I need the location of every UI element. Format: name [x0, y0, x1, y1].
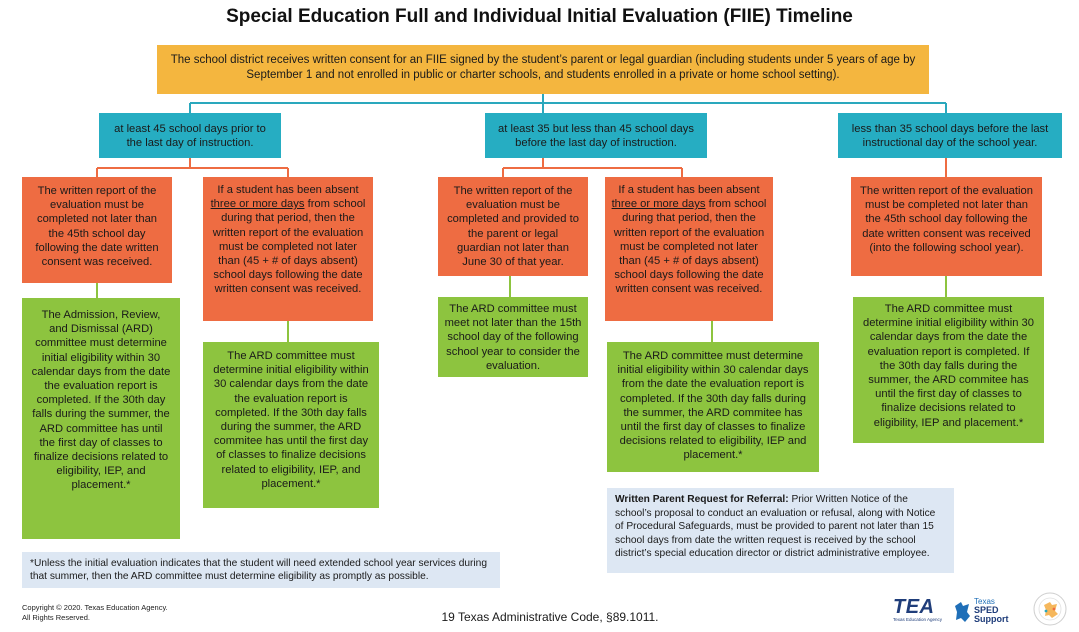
absent-text-post: from school during that period, then the…: [613, 198, 767, 296]
absent-box-left: If a student has been absent three or mo…: [203, 177, 373, 321]
citation: 19 Texas Administrative Code, §89.1011.: [441, 610, 659, 624]
parent-request-label: Written Parent Request for Referral:: [615, 494, 789, 505]
tea-logo: TEA Texas Education Agency: [893, 597, 943, 625]
tea-logo-subtext: Texas Education Agency: [893, 617, 943, 622]
copyright-line-1: Copyright © 2020. Texas Education Agency…: [22, 603, 168, 612]
absent-text-post: from school during that period, then the…: [212, 198, 366, 296]
child-find-seal: [1032, 591, 1068, 627]
sped-line-2: SPED: [974, 605, 999, 615]
report-box-left: The written report of the evaluation mus…: [22, 177, 172, 283]
ard-box-middle-a: The ARD committee must meet not later th…: [438, 297, 588, 377]
footnote: *Unless the initial evaluation indicates…: [22, 552, 500, 588]
absent-text-pre: If a student has been absent: [217, 184, 359, 196]
child-find-seal-icon: [1033, 592, 1067, 626]
page-title: Special Education Full and Individual In…: [226, 6, 853, 27]
absent-text-underlined: three or more days: [611, 198, 706, 211]
absent-text-pre: If a student has been absent: [618, 184, 760, 196]
branch-header-right: less than 35 school days before the last…: [838, 113, 1062, 158]
consent-box: The school district receives written con…: [157, 45, 929, 94]
parent-request-note: Written Parent Request for Referral: Pri…: [607, 488, 954, 573]
absent-box-middle: If a student has been absent three or mo…: [605, 177, 773, 321]
sped-support-logo: Texas SPED Support: [953, 598, 1025, 626]
sped-line-1: Texas: [974, 597, 995, 606]
ard-box-middle-b: The ARD committee must determine initial…: [607, 342, 819, 472]
branch-header-middle: at least 35 but less than 45 school days…: [485, 113, 707, 158]
copyright: Copyright © 2020. Texas Education Agency…: [22, 603, 222, 623]
copyright-line-2: All Rights Reserved.: [22, 613, 90, 622]
absent-text-underlined: three or more days: [210, 198, 305, 211]
tea-logo-text: TEA: [893, 596, 935, 618]
report-box-middle: The written report of the evaluation mus…: [438, 177, 588, 276]
parent-request-text: Prior Written Notice of the school’s pro…: [615, 494, 936, 560]
texas-hands-icon: [955, 602, 970, 622]
report-box-right: The written report of the evaluation mus…: [851, 177, 1042, 276]
ard-box-right: The ARD committee must determine initial…: [853, 297, 1044, 443]
branch-header-left: at least 45 school days prior to the las…: [99, 113, 281, 158]
ard-box-left-a: The Admission, Review, and Dismissal (AR…: [22, 298, 180, 539]
sped-line-3: Support: [974, 614, 1009, 624]
ard-box-left-b: The ARD committee must determine initial…: [203, 342, 379, 508]
